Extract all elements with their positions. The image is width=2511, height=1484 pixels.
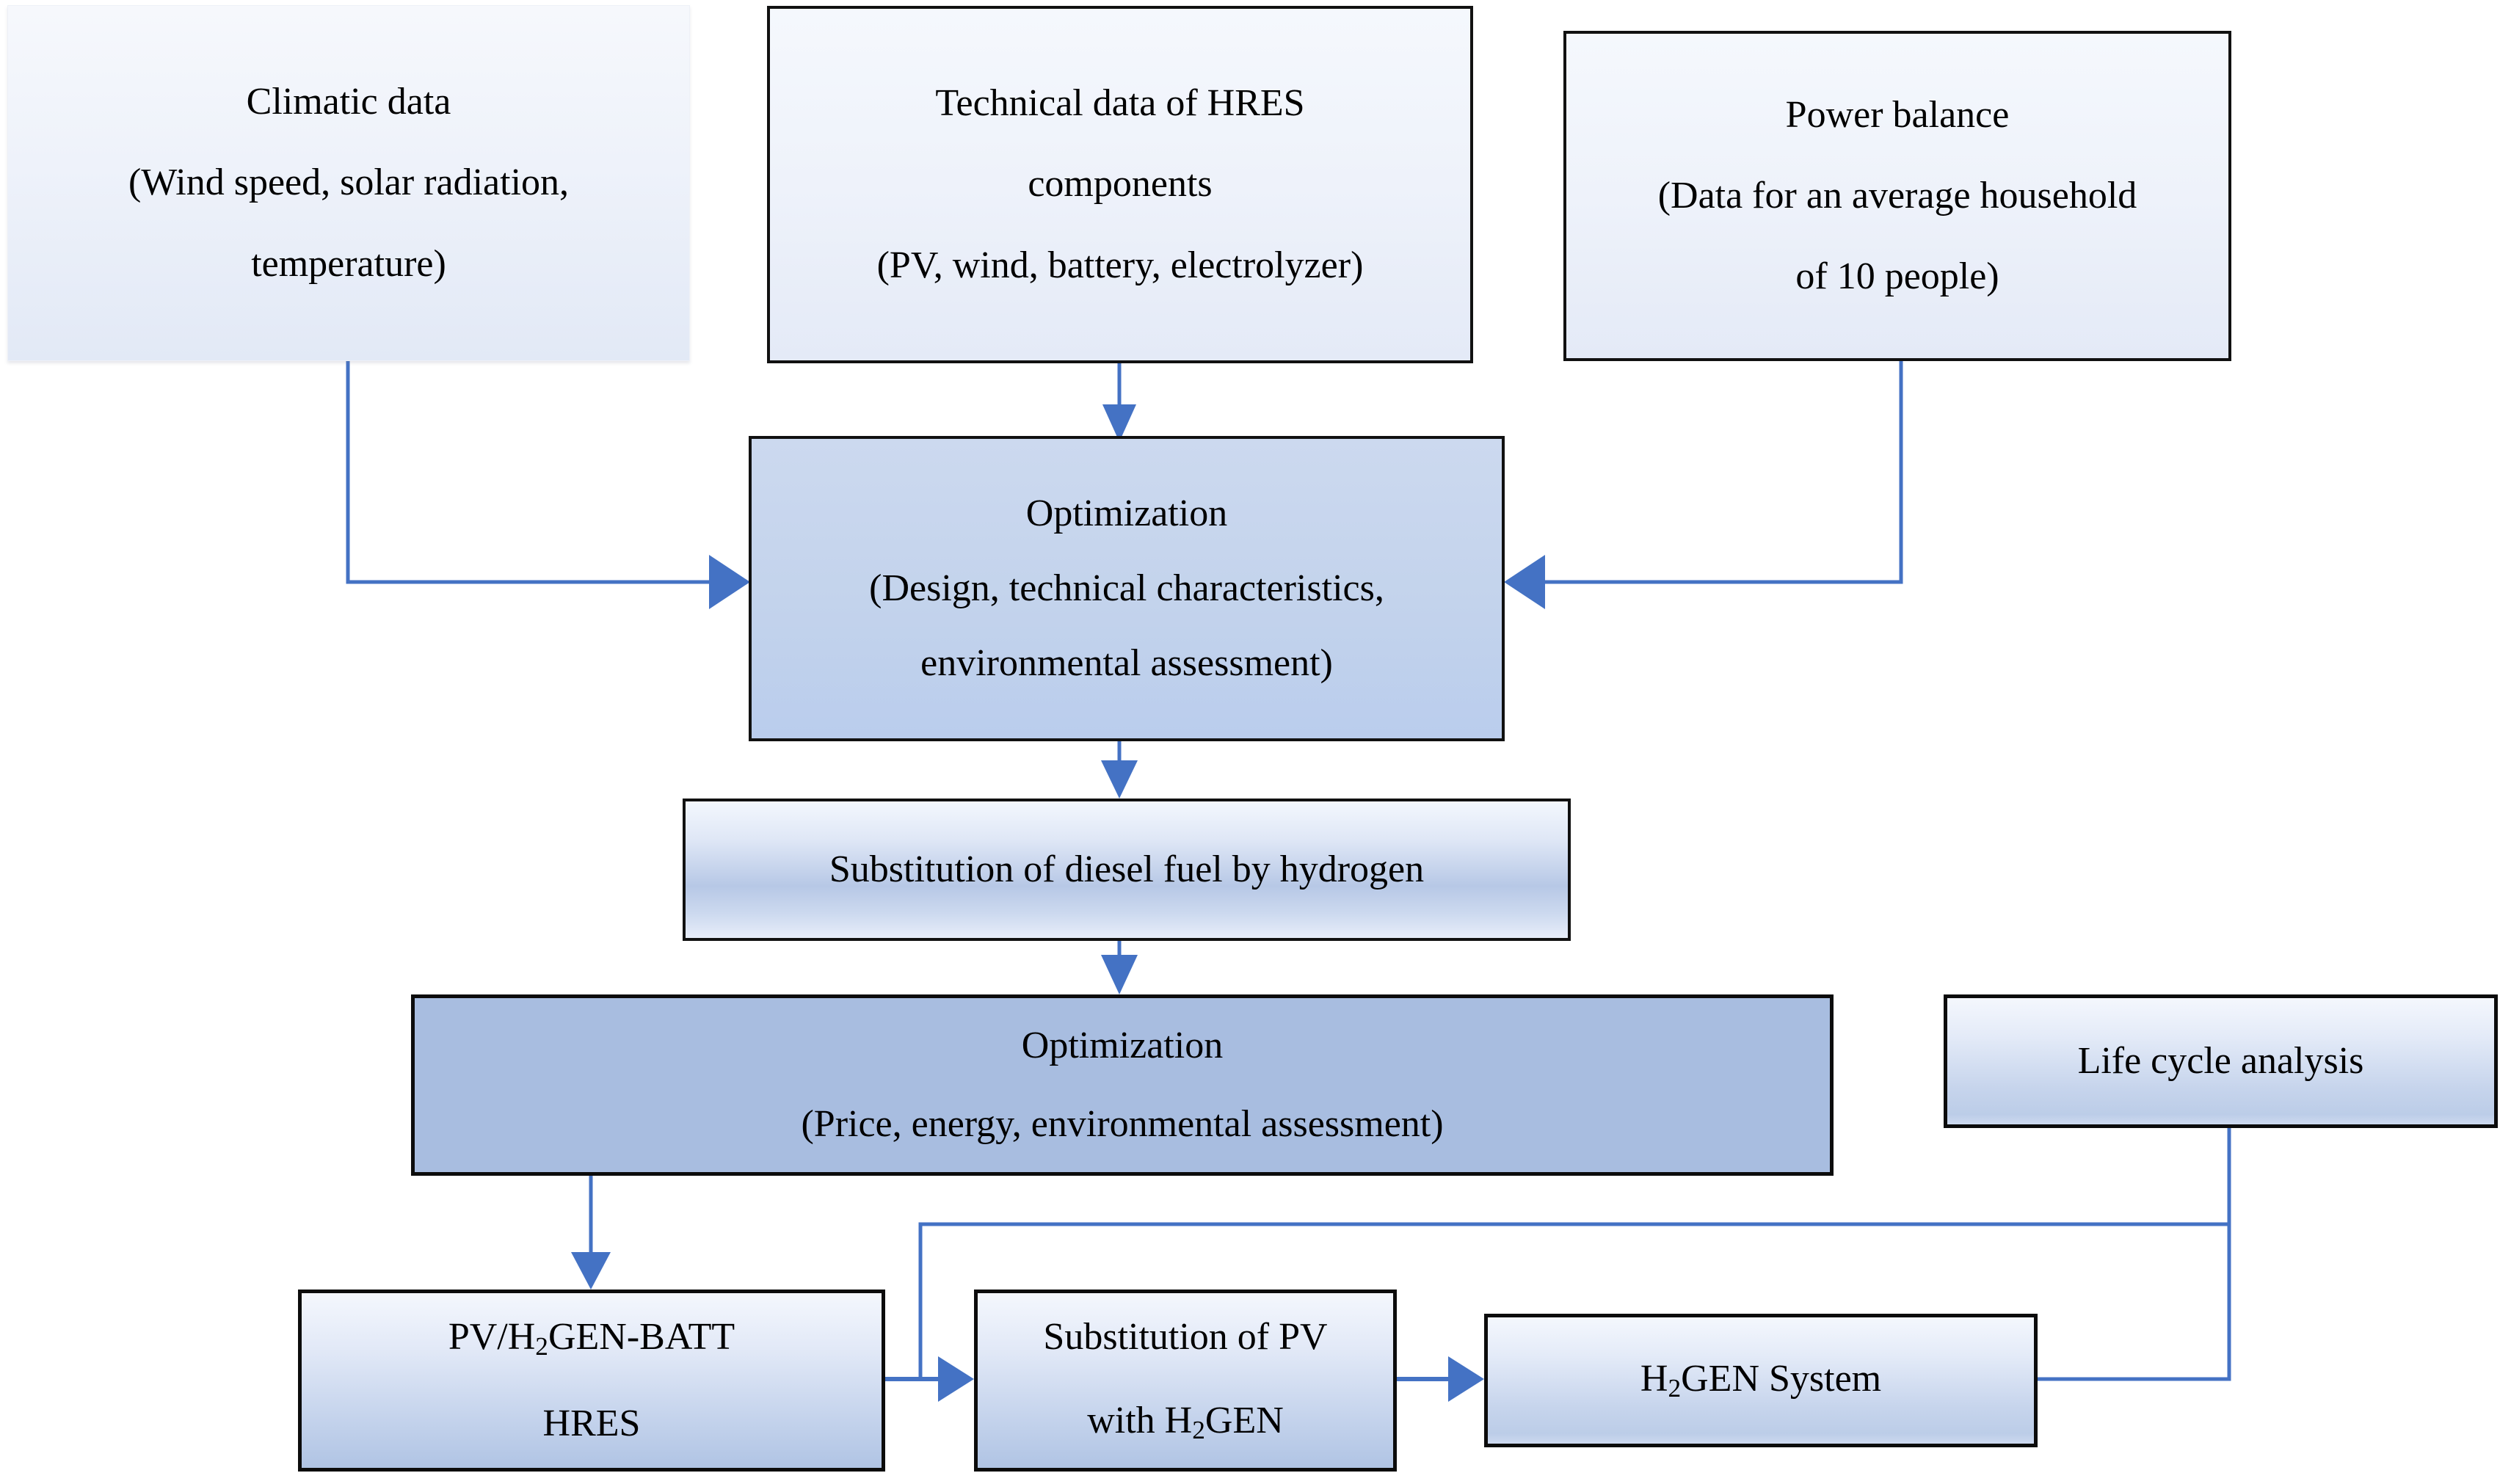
climatic-data-line-2: (Wind speed, solar radiation,: [128, 161, 570, 204]
node-optimization-price[interactable]: Optimization (Price, energy, environment…: [411, 994, 1834, 1176]
optimization-design-line-1: Optimization: [1025, 492, 1228, 534]
power-balance-line-3: of 10 people): [1795, 255, 1999, 298]
climatic-data-line-3: temperature): [251, 242, 446, 285]
life-cycle-analysis-label: Life cycle analysis: [2077, 1039, 2364, 1082]
edge-pv-h2gen-batt-to-substitution-pv: [885, 1356, 974, 1402]
substitution-pv-line-2: with H2GEN: [1087, 1400, 1284, 1445]
h2gen-system-label: H2GEN System: [1640, 1358, 1882, 1403]
substitution-pv-line-1: Substitution of PV: [1043, 1316, 1328, 1358]
technical-data-line-1: Technical data of HRES: [935, 82, 1305, 125]
edge-climatic-to-optimization: [346, 361, 750, 609]
optimization-price-line-2: (Price, energy, environmental assessment…: [801, 1102, 1444, 1145]
node-substitution-diesel[interactable]: Substitution of diesel fuel by hydrogen: [683, 799, 1571, 941]
node-optimization-design[interactable]: Optimization (Design, technical characte…: [749, 436, 1505, 741]
node-life-cycle-analysis[interactable]: Life cycle analysis: [1944, 994, 2498, 1128]
substitution-diesel-label: Substitution of diesel fuel by hydrogen: [829, 848, 1425, 890]
node-substitution-pv[interactable]: Substitution of PV with H2GEN: [974, 1290, 1397, 1472]
node-h2gen-system[interactable]: H2GEN System: [1484, 1314, 2038, 1447]
edge-substitution-diesel-to-optimization-price: [1101, 941, 1138, 994]
edge-substitution-pv-to-h2gen-system: [1397, 1356, 1484, 1402]
edge-power-balance-to-optimization: [1504, 361, 1903, 609]
technical-data-line-2: components: [1028, 163, 1213, 205]
optimization-design-line-2: (Design, technical characteristics,: [869, 567, 1384, 609]
climatic-data-line-1: Climatic data: [246, 81, 451, 123]
node-power-balance[interactable]: Power balance (Data for an average house…: [1563, 31, 2231, 361]
power-balance-line-2: (Data for an average household: [1657, 174, 2137, 217]
power-balance-line-1: Power balance: [1785, 93, 2010, 136]
edge-optimization-to-substitution-diesel: [1101, 741, 1138, 799]
technical-data-line-3: (PV, wind, battery, electrolyzer): [876, 244, 1364, 286]
pv-h2gen-batt-line-1: PV/H2GEN-BATT: [448, 1316, 735, 1361]
edge-technical-to-optimization: [1102, 363, 1136, 442]
edge-optimization-price-to-pv-h2gen-batt: [571, 1176, 611, 1290]
node-climatic-data[interactable]: Climatic data (Wind speed, solar radiati…: [7, 5, 690, 361]
optimization-design-line-3: environmental assessment): [920, 642, 1333, 685]
node-pv-h2gen-batt[interactable]: PV/H2GEN-BATT HRES: [298, 1290, 885, 1472]
optimization-price-line-1: Optimization: [1021, 1025, 1224, 1067]
pv-h2gen-batt-line-2: HRES: [542, 1402, 641, 1444]
node-technical-data[interactable]: Technical data of HRES components (PV, w…: [767, 6, 1473, 363]
